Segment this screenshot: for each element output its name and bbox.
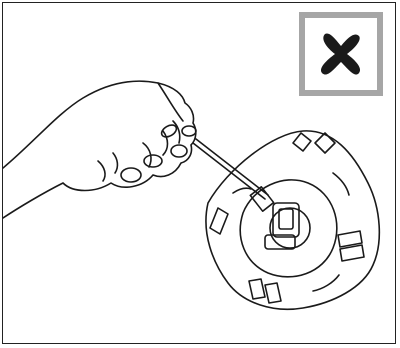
tool-illustration [192, 138, 275, 212]
blade-disc-illustration [205, 130, 381, 311]
status-badge [299, 12, 383, 96]
hand-illustration [3, 80, 197, 219]
cross-icon [321, 33, 361, 75]
illustration [3, 80, 381, 311]
